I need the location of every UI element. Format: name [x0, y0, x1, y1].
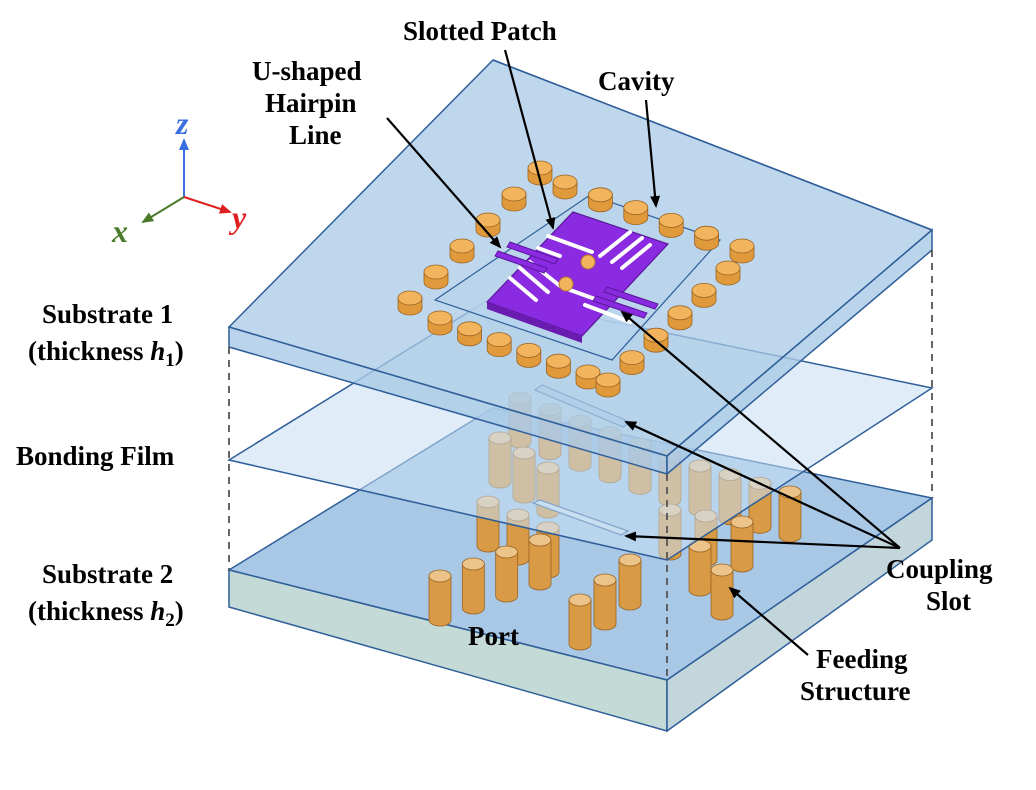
cavity-via-21	[619, 350, 645, 375]
cavity-via-13	[691, 282, 717, 308]
feed-via-24	[461, 557, 485, 615]
arrow-slotted-patch	[503, 49, 556, 230]
patch-feed-dot-2	[558, 276, 574, 292]
feed-via-25	[710, 563, 734, 621]
cavity-via-12	[423, 264, 449, 290]
arrow-hairpin	[386, 117, 502, 249]
cavity-via-20	[516, 342, 542, 368]
label-hairpin-1: U-shaped	[252, 56, 362, 86]
label-coupling-slot-1: Coupling	[886, 554, 993, 584]
y-axis-label: y	[228, 199, 247, 235]
slotted-patch-body	[485, 211, 670, 337]
cavity-via-19	[486, 332, 512, 357]
axis-triad: z y x	[111, 105, 247, 249]
cavity-via-6	[475, 212, 501, 238]
feed-via-20	[528, 533, 552, 591]
cavity-via-8	[694, 225, 719, 251]
cavity-via-24	[595, 372, 621, 398]
label-cavity: Cavity	[598, 66, 675, 96]
substrate-1-back-edge	[492, 59, 933, 231]
label-port: Port	[468, 621, 519, 651]
slotted-patch-edge	[487, 302, 582, 343]
label-bonding-film: Bonding Film	[16, 441, 175, 471]
cavity-via-7	[658, 212, 684, 238]
cavity-via-15	[667, 305, 693, 331]
label-slotted-patch: Slotted Patch	[403, 16, 557, 46]
feed-via-23	[618, 553, 642, 611]
cavity-via-18	[643, 327, 669, 353]
feed-via-21	[688, 539, 712, 597]
arrow-slot-upper	[624, 421, 901, 549]
cavity-via-10	[729, 238, 755, 264]
feed-via-28	[568, 593, 592, 651]
label-substrate-1-thickness: (thickness h1)	[28, 336, 184, 371]
label-feeding-1: Feeding	[816, 644, 908, 674]
cavity-via-4	[588, 187, 613, 213]
cavity-via-17	[457, 321, 483, 347]
cavity-via-11	[715, 260, 741, 286]
x-axis-label: x	[111, 213, 128, 249]
cavity-via-14	[397, 290, 423, 316]
cavity-via-2	[552, 174, 578, 200]
arrow-slot-patch	[620, 310, 901, 549]
feed-via-22	[495, 545, 519, 603]
arrow-cavity	[644, 99, 661, 208]
callout-arrows	[386, 49, 901, 656]
cavity-via-5	[623, 200, 649, 225]
label-feeding-2: Structure	[800, 676, 910, 706]
x-axis-arrow	[141, 196, 185, 224]
label-substrate-2-thickness: (thickness h2)	[28, 596, 184, 631]
patch-feed-dot-1	[580, 254, 596, 270]
label-substrate-1: Substrate 1	[42, 299, 173, 329]
cavity-via-ring	[397, 160, 755, 398]
label-coupling-slot-2: Slot	[926, 586, 971, 616]
label-substrate-2: Substrate 2	[42, 559, 173, 589]
substrate-2-right-face	[666, 496, 933, 733]
cavity-via-16	[427, 310, 453, 336]
cavity-via-9	[449, 238, 475, 264]
arrow-feeding	[728, 586, 809, 656]
z-axis-label: z	[175, 105, 189, 141]
cavity-via-3	[501, 186, 527, 212]
feed-via-18	[730, 515, 754, 573]
arrow-slot-lower	[624, 531, 901, 550]
label-hairpin-2: Hairpin	[265, 88, 357, 118]
label-hairpin-3: Line	[289, 120, 342, 150]
y-axis-arrow	[183, 196, 232, 214]
u-shaped-hairpin-line	[494, 241, 659, 319]
feed-via-26	[428, 569, 452, 627]
feed-via-27	[593, 573, 617, 631]
cavity-via-22	[546, 353, 571, 379]
thickness-guides	[228, 250, 933, 680]
cavity-via-23	[575, 364, 601, 390]
